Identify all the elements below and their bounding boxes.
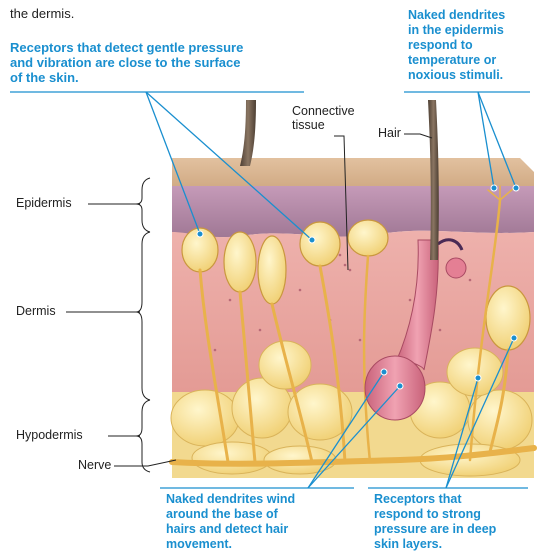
strong-pressure-caption: Receptors that respond to strong pressur… xyxy=(374,492,496,552)
hypodermis-label: Hypodermis xyxy=(16,428,83,442)
dermis-label: Dermis xyxy=(16,304,56,318)
deep-pressure-receptor xyxy=(486,286,530,350)
hair-shaft-left xyxy=(240,100,256,166)
hair-label: Hair xyxy=(378,126,401,140)
top-fragment-text: the dermis. xyxy=(10,6,74,21)
epidermis-label: Epidermis xyxy=(16,196,72,210)
connective-tissue-label: Connective tissue xyxy=(292,104,355,132)
hair-movement-caption: Naked dendrites wind around the base of … xyxy=(166,492,295,552)
epidermis-dendrites-caption: Naked dendrites in the epidermis respond… xyxy=(408,8,505,83)
nerve-label: Nerve xyxy=(78,458,111,472)
gentle-pressure-caption: Receptors that detect gentle pressure an… xyxy=(10,40,243,85)
